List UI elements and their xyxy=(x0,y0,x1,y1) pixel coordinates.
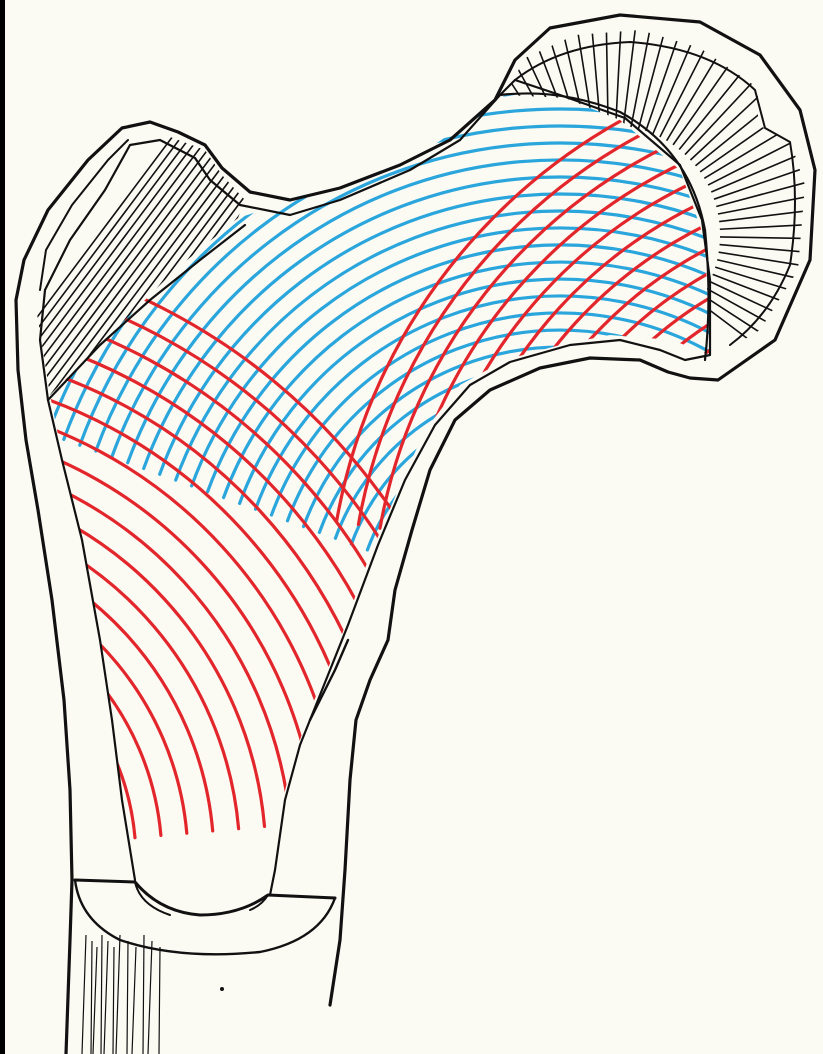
radial-hatch-line xyxy=(679,33,773,150)
tension-arc xyxy=(160,194,823,474)
shaft-hatch-line xyxy=(148,941,152,1054)
compression-arc-head xyxy=(532,259,804,555)
radial-hatch-line xyxy=(720,245,823,258)
radial-hatch-line xyxy=(695,71,812,165)
shaft-hatch-line xyxy=(93,947,97,1054)
bone-outline xyxy=(16,15,815,1054)
shaft-hatch-line xyxy=(82,935,86,1054)
tension-arc xyxy=(447,500,664,579)
tension-arc xyxy=(367,415,737,550)
shaft-hatch-line xyxy=(101,935,102,1054)
shaft-hatch-line xyxy=(132,947,136,1054)
medullary-cut xyxy=(75,880,335,915)
radial-hatch-line xyxy=(704,101,823,178)
radial-hatch-line xyxy=(484,8,557,139)
radial-hatch-line xyxy=(719,203,823,221)
outer-contour xyxy=(16,15,815,1054)
tension-arc xyxy=(335,381,767,538)
shaft-hatch-line xyxy=(127,941,128,1054)
radial-hatch-line xyxy=(702,295,823,377)
shaft-hatch-line xyxy=(113,947,114,1054)
hatch-line xyxy=(275,100,515,420)
radial-hatch-line xyxy=(711,133,823,192)
tension-arc xyxy=(431,483,678,573)
speck xyxy=(220,987,224,991)
shaft-hatch-line xyxy=(91,941,92,1054)
hatch-line xyxy=(167,100,407,420)
hatch-line xyxy=(302,100,542,420)
shaft-hatch-line xyxy=(104,941,108,1054)
shaft-hatch-line xyxy=(159,947,160,1054)
tension-arc xyxy=(399,449,708,562)
compression-arc xyxy=(0,480,265,827)
compression-arc xyxy=(0,275,472,808)
radial-hatch-line xyxy=(357,177,503,211)
shaft-hatch-line xyxy=(143,935,144,1054)
compression-arc xyxy=(0,582,161,835)
tension-arc xyxy=(256,296,823,509)
radial-hatch-line xyxy=(517,0,571,132)
compression-trabeculae xyxy=(0,68,815,841)
frame-edge xyxy=(0,0,5,1054)
radial-hatch-line xyxy=(720,237,823,240)
shaft-right-edge xyxy=(310,640,348,720)
radial-hatch-line xyxy=(660,3,728,137)
radial-hatch-line xyxy=(616,0,624,125)
compression-arc xyxy=(0,634,109,841)
shaft-hatch-line xyxy=(116,935,120,1054)
compression-arc xyxy=(0,608,135,838)
shaft-cortex-hatching xyxy=(82,935,160,1054)
hatch-line xyxy=(194,100,434,420)
radial-hatch-line xyxy=(720,221,823,229)
radial-hatch-line xyxy=(623,0,641,126)
tension-trabeculae xyxy=(0,7,823,579)
tension-arc xyxy=(415,466,693,567)
compression-arc xyxy=(0,249,498,806)
radial-hatch-line xyxy=(710,281,823,344)
radial-hatch-line xyxy=(698,301,818,391)
medullary-cut-lower xyxy=(75,880,335,954)
radial-hatch-line xyxy=(569,0,592,126)
compression-arc-head xyxy=(553,280,809,559)
hatch-line xyxy=(0,100,218,420)
tension-arc xyxy=(383,432,723,556)
radial-hatch-line xyxy=(718,185,823,214)
radial-hatch-line xyxy=(706,288,823,361)
